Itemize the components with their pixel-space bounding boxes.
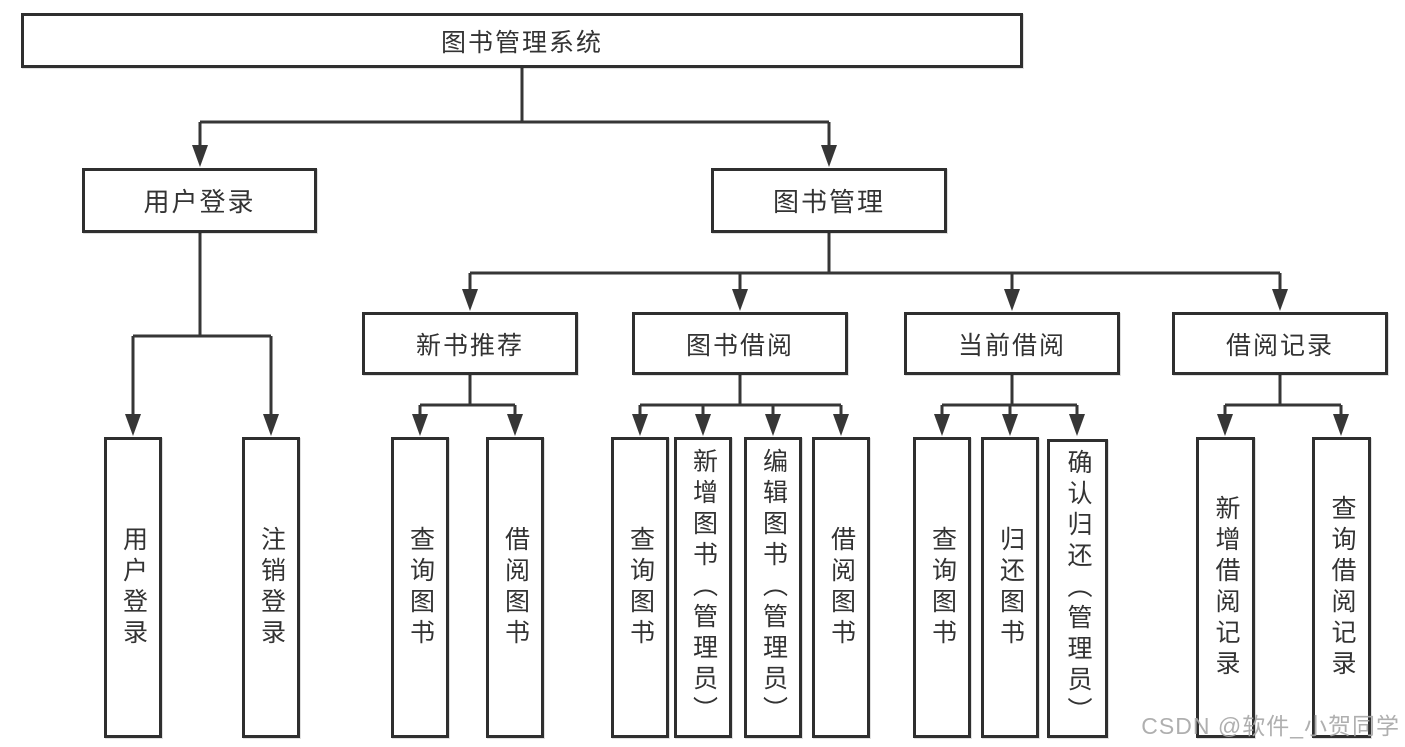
connector-root-to-level2 (198, 68, 831, 147)
arrow-icon (125, 414, 141, 436)
arrow-icon (1217, 414, 1233, 436)
arrow-icon (732, 289, 748, 311)
node-book-borrowing: 图书借阅 (632, 312, 848, 375)
node-book-management: 图书管理 (711, 168, 947, 233)
arrow-icon (462, 289, 478, 311)
connector-newbookrec-to-leaves (418, 375, 517, 416)
leaf-borrowing-query-books: 查询图书 (611, 437, 669, 738)
leaf-records-add-record: 新增借阅记录 (1196, 437, 1255, 738)
node-book-management-label: 图书管理 (772, 187, 885, 217)
connector-userlogin-to-leaves (131, 233, 273, 416)
leaf-borrowing-add-books-admin: 新增图书（管理员） (674, 437, 732, 738)
arrow-icon (412, 414, 428, 436)
connector-bookborrow-to-leaves (638, 375, 843, 416)
arrow-icon (1272, 289, 1288, 311)
leaf-borrowing-borrow-books-label: 借阅图书 (827, 525, 856, 650)
connector-borrowrecords-to-leaves (1223, 375, 1343, 416)
leaf-logout-label: 注销登录 (257, 525, 286, 650)
connector-bookmgmt-to-level3 (468, 233, 1282, 291)
arrow-icon (833, 414, 849, 436)
arrow-icon (1069, 414, 1085, 436)
node-current-borrowing-label: 当前借阅 (957, 331, 1066, 360)
arrow-icon (1002, 414, 1018, 436)
arrow-icon (934, 414, 950, 436)
node-borrowing-records-label: 借阅记录 (1225, 331, 1334, 360)
leaf-records-add-record-label: 新增借阅记录 (1212, 494, 1240, 681)
leaf-current-confirm-return-admin-label: 确认归还（管理员） (1064, 449, 1092, 728)
arrow-icon (1333, 414, 1349, 436)
arrow-icon (507, 414, 523, 436)
leaf-records-query-record-label: 查询借阅记录 (1328, 494, 1356, 681)
leaf-newbook-borrow-books-label: 借阅图书 (501, 525, 530, 650)
arrowheads (125, 145, 1349, 436)
leaf-newbook-borrow-books: 借阅图书 (486, 437, 544, 738)
node-new-book-recommendation-label: 新书推荐 (415, 331, 524, 360)
arrow-icon (263, 414, 279, 436)
leaf-borrowing-borrow-books: 借阅图书 (812, 437, 870, 738)
arrow-icon (821, 145, 837, 167)
leaf-current-query-books-label: 查询图书 (928, 525, 957, 650)
leaf-newbook-query-books-label: 查询图书 (406, 525, 435, 650)
leaf-current-query-books: 查询图书 (913, 437, 971, 738)
arrow-icon (192, 145, 208, 167)
leaf-borrowing-edit-books-admin-label: 编辑图书（管理员） (759, 448, 788, 727)
leaf-user-login: 用户登录 (104, 437, 162, 738)
node-user-login: 用户登录 (82, 168, 317, 233)
node-new-book-recommendation: 新书推荐 (362, 312, 578, 375)
node-borrowing-records: 借阅记录 (1172, 312, 1388, 375)
leaf-borrowing-add-books-admin-label: 新增图书（管理员） (689, 448, 718, 727)
leaf-user-login-label: 用户登录 (119, 525, 148, 650)
leaf-current-confirm-return-admin: 确认归还（管理员） (1047, 439, 1108, 738)
node-root: 图书管理系统 (21, 13, 1023, 68)
leaf-newbook-query-books: 查询图书 (391, 437, 449, 738)
node-book-borrowing-label: 图书借阅 (685, 331, 794, 360)
node-user-login-label: 用户登录 (143, 187, 256, 217)
leaf-borrowing-query-books-label: 查询图书 (626, 525, 655, 650)
csdn-watermark: CSDN @软件_小贺同学 (1141, 713, 1400, 739)
arrow-icon (1004, 289, 1020, 311)
leaf-records-query-record: 查询借阅记录 (1312, 437, 1371, 738)
leaf-current-return-books-label: 归还图书 (996, 525, 1025, 650)
arrow-icon (695, 414, 711, 436)
arrow-icon (765, 414, 781, 436)
leaf-logout: 注销登录 (242, 437, 300, 738)
node-root-label: 图书管理系统 (440, 28, 603, 57)
arrow-icon (632, 414, 648, 436)
node-current-borrowing: 当前借阅 (904, 312, 1120, 375)
leaf-current-return-books: 归还图书 (981, 437, 1039, 738)
connector-currentborrow-to-leaves (940, 375, 1079, 416)
leaf-borrowing-edit-books-admin: 编辑图书（管理员） (744, 437, 802, 738)
